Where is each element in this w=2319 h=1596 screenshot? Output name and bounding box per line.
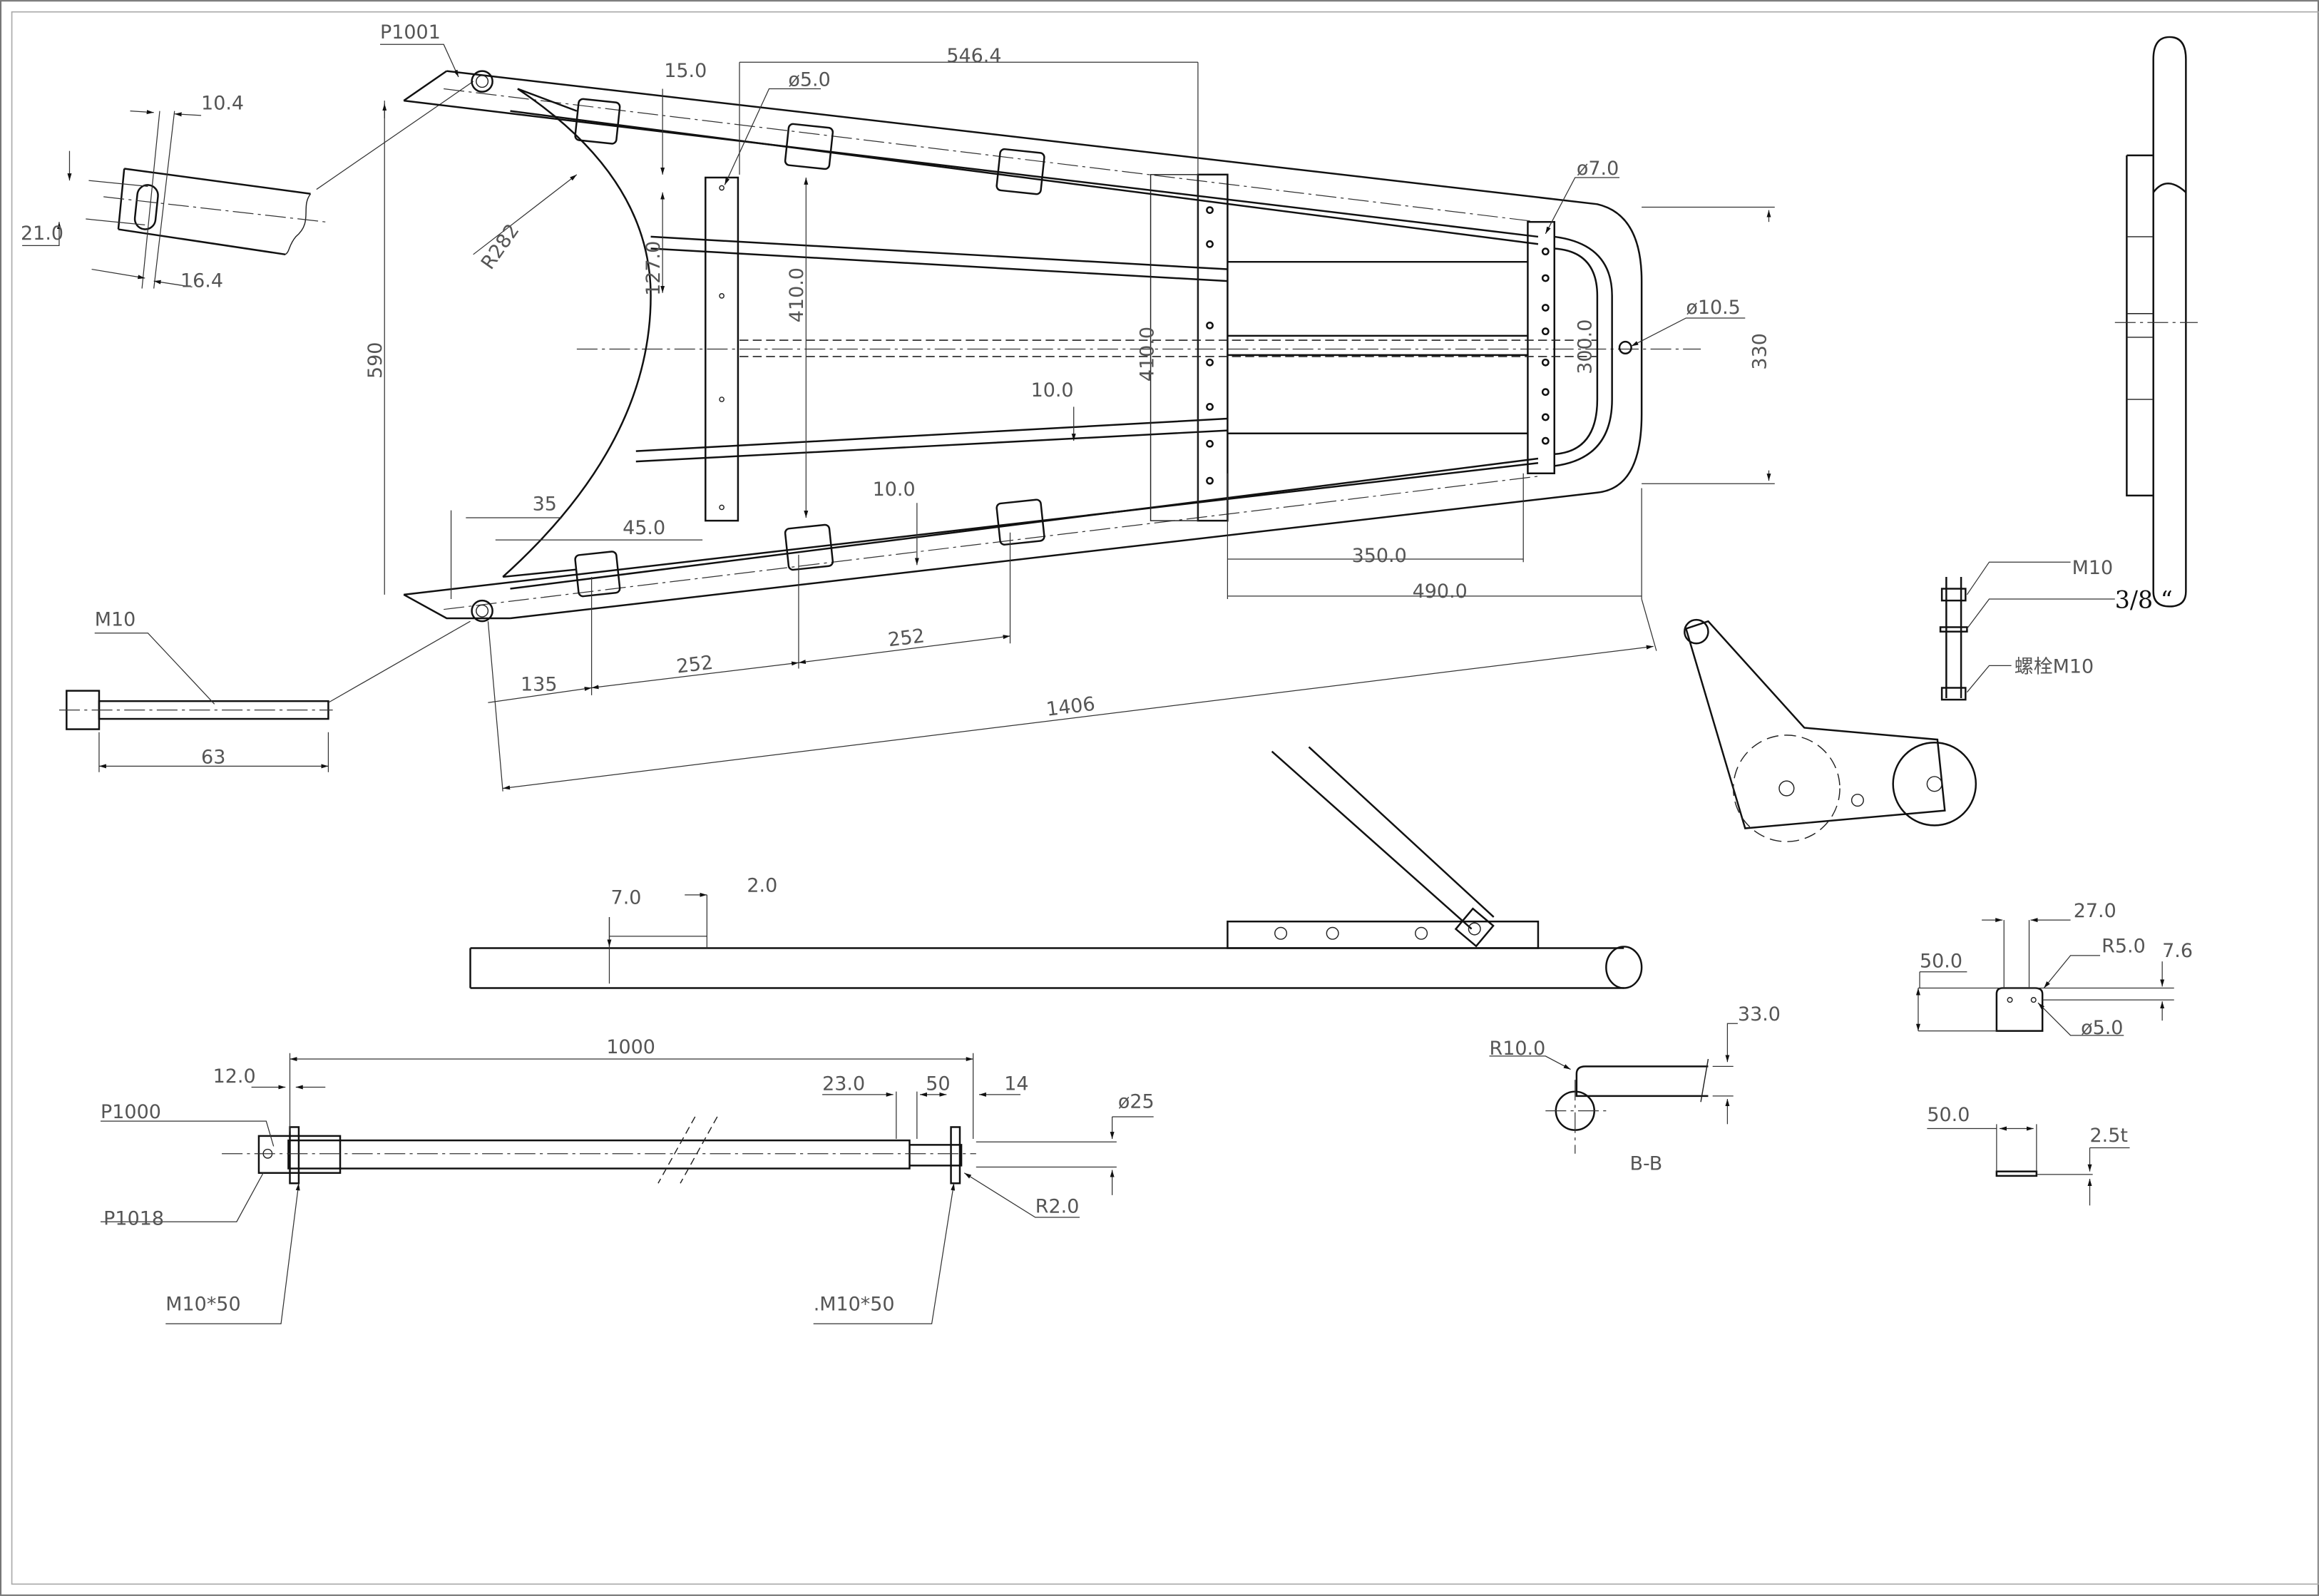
dim-300: 300.0 <box>1575 319 1597 374</box>
dimension-labels: P1001 10.4 21.0 16.4 15.0 ø5.0 546.4 R28… <box>21 21 2193 1316</box>
label-p1018: P1018 <box>103 1207 164 1229</box>
dim-hole-7: ø7.0 <box>1577 158 1619 180</box>
dim-23-0: 23.0 <box>822 1073 865 1095</box>
dim-410-b: 410.0 <box>1137 327 1159 382</box>
dim-10-4: 10.4 <box>201 93 244 115</box>
frame-side-view <box>469 746 1643 989</box>
dim-14: 14 <box>1004 1073 1028 1095</box>
dim-r10-0: R10.0 <box>1489 1038 1545 1060</box>
label-bolt-m10: 螺栓M10 <box>2015 656 2094 678</box>
label-m10-bolt: M10 <box>95 608 136 630</box>
dim-1406: 1406 <box>1045 693 1096 721</box>
dim-546-4: 546.4 <box>946 45 1001 67</box>
rivet-holes <box>1206 206 1550 485</box>
dim-hole-5-plate: ø5.0 <box>2081 1017 2123 1039</box>
label-3-8-inch: 3/8 “ <box>2115 585 2173 613</box>
dim-10-0-a: 10.0 <box>1031 379 1074 401</box>
dim-r282: R282 <box>477 220 524 273</box>
dim-16-4: 16.4 <box>180 270 223 292</box>
bracket-plate-detail <box>1915 918 2174 1206</box>
dim-135: 135 <box>521 674 557 696</box>
dim-50-0-a: 50.0 <box>1920 950 1962 972</box>
dim-r5-0: R5.0 <box>2102 936 2146 958</box>
label-m10-nut: M10 <box>2072 557 2114 579</box>
dim-27-0: 27.0 <box>2074 900 2116 922</box>
dim-7-6: 7.6 <box>2162 940 2193 962</box>
dim-252-b: 252 <box>887 625 926 651</box>
label-section-b-b: B-B <box>1630 1153 1663 1175</box>
dim-hole-5: ø5.0 <box>788 68 830 91</box>
dim-1000: 1000 <box>606 1036 655 1058</box>
dim-50: 50 <box>926 1073 950 1095</box>
dim-15-0: 15.0 <box>664 60 707 82</box>
label-m10x50-right: .M10*50 <box>814 1294 895 1316</box>
dim-50-0-b: 50.0 <box>1927 1104 1970 1126</box>
dim-2-0: 2.0 <box>747 875 777 897</box>
dim-35: 35 <box>533 493 557 516</box>
bolt-assembly-detail <box>1939 561 2115 701</box>
dim-2-5t: 2.5t <box>2090 1125 2128 1147</box>
dim-10-0-b: 10.0 <box>873 479 916 501</box>
dim-127-0: 127.0 <box>643 241 665 296</box>
section-b-b <box>1489 1023 1738 1154</box>
dim-490: 490.0 <box>1413 580 1468 603</box>
dim-330: 330 <box>1749 333 1771 369</box>
dim-410-a: 410.0 <box>786 267 808 322</box>
dim-590: 590 <box>364 342 386 379</box>
linkage-plate-detail <box>1684 618 1977 842</box>
dim-63: 63 <box>201 746 225 768</box>
tube-assembly-detail <box>101 1053 1154 1324</box>
dim-12-0: 12.0 <box>213 1065 256 1088</box>
dim-33-0: 33.0 <box>1738 1003 1781 1025</box>
label-p1001: P1001 <box>380 21 441 44</box>
dim-r2-0: R2.0 <box>1035 1196 1080 1218</box>
slot-tube-detail <box>22 81 474 289</box>
side-rail-view <box>2114 36 2198 608</box>
frame-top-view <box>380 44 1775 792</box>
dim-hole-10-5: ø10.5 <box>1686 297 1741 319</box>
m10-bolt-detail <box>58 620 471 772</box>
dim-7-0: 7.0 <box>611 886 642 909</box>
label-p1000: P1000 <box>101 1101 161 1123</box>
dim-350: 350.0 <box>1352 545 1407 567</box>
dim-21-0: 21.0 <box>21 222 63 245</box>
label-m10x50-left: M10*50 <box>165 1294 240 1316</box>
dim-45-0: 45.0 <box>623 517 665 539</box>
dim-252-a: 252 <box>675 652 715 678</box>
dim-dia-25: ø25 <box>1118 1090 1155 1112</box>
